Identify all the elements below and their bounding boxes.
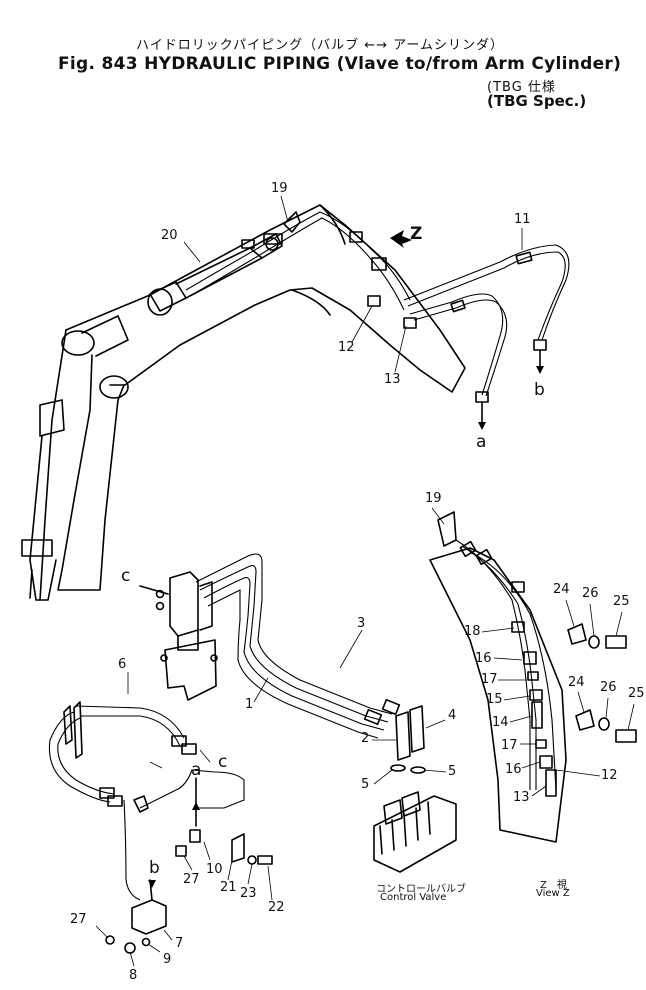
callout-1: 1 [245,697,254,712]
callout-5-left: 5 [361,777,370,792]
view-z-indicator: Z [410,224,423,244]
callout-16-lower: 16 [505,762,522,777]
callout-11: 11 [514,212,531,227]
callout-2: 2 [361,731,370,746]
callout-8: 8 [129,968,138,983]
callout-26-lower: 26 [600,680,617,695]
control-valve-caption-en: Control Valve [380,892,447,903]
callout-26-upper: 26 [582,586,599,601]
label-a-top: a [476,432,487,452]
callout-20: 20 [161,228,178,243]
spec-english: (TBG Spec.) [487,92,587,110]
callout-27-mid: 27 [183,872,200,887]
label-c-mid: c [218,752,228,772]
control-valve-caption-jp: コントロールバルブ [376,884,466,895]
view-z-caption-en: View Z [536,888,570,899]
title-japanese: ハイドロリックパイピング（バルブ ←→ アームシリンダ） [136,38,504,53]
boom-arm-assembly [21,204,570,601]
label-b-top: b [534,380,545,400]
callout-19-viewz: 19 [425,491,442,506]
callout-23: 23 [240,886,257,901]
callout-16-upper: 16 [475,651,492,666]
view-z-caption-jp: Z 視 [540,880,567,891]
callout-18: 18 [464,624,481,639]
label-c-left: c [121,566,131,586]
leader-lines-top [183,195,523,373]
callout-9: 9 [163,952,172,967]
figure-title: Fig. 843 HYDRAULIC PIPING (Vlave to/from… [58,54,622,74]
callout-13-top: 13 [384,372,401,387]
callout-5-right: 5 [448,764,457,779]
label-b-bottom: b [149,858,160,878]
callout-24-upper: 24 [553,582,570,597]
valve-block-assembly [139,553,401,739]
callout-22: 22 [268,900,285,915]
callout-10: 10 [206,862,223,877]
control-valve-assembly [373,705,457,873]
callout-13-viewz: 13 [513,790,530,805]
callout-19-top: 19 [271,181,288,196]
callout-3: 3 [357,616,366,631]
callout-6: 6 [118,657,127,672]
callout-7: 7 [175,936,184,951]
callout-4: 4 [448,708,457,723]
view-z-assembly [429,511,637,843]
leader-lines-lower [95,507,635,967]
hose-loop-assembly [48,701,273,954]
spec-japanese: (TBG 仕様 [487,80,556,95]
callout-21: 21 [220,880,237,895]
callout-27-bottom: 27 [70,912,87,927]
callout-12-viewz: 12 [601,768,618,783]
callout-24-lower: 24 [568,675,585,690]
callout-14: 14 [492,715,509,730]
callout-25-lower: 25 [628,686,645,701]
callout-17-lower: 17 [501,738,518,753]
callout-15: 15 [486,692,503,707]
label-a-mid: a [191,760,202,780]
callout-17-upper: 17 [481,672,498,687]
callout-25-upper: 25 [613,594,630,609]
callout-12-top: 12 [338,340,355,355]
